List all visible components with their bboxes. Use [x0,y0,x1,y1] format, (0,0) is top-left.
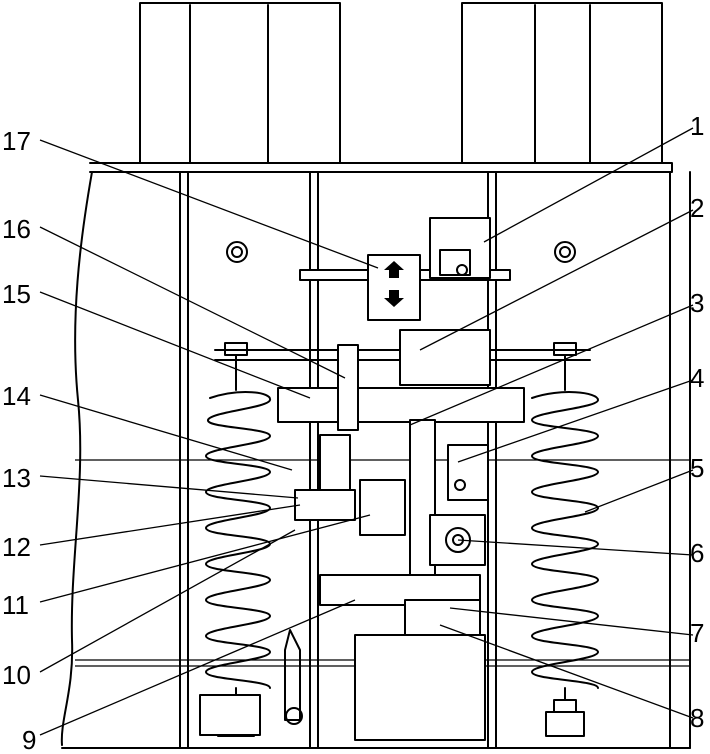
callout-13: 13 [2,463,31,493]
right-top-cylinder [461,2,663,164]
lower-drum [319,574,486,741]
callout-labels: 1 2 3 4 5 6 7 8 9 10 11 12 13 14 15 16 1… [2,111,704,754]
callout-3: 3 [690,288,704,318]
callout-9: 9 [22,725,36,754]
left-top-cylinder [139,2,341,164]
callout-5: 5 [690,453,704,483]
callout-11: 11 [2,590,29,620]
callout-8: 8 [690,703,704,733]
callout-17: 17 [2,126,31,156]
callout-6: 6 [690,538,704,568]
pawl-lever [199,629,303,736]
left-mounting-hole [226,241,248,263]
latch-assembly [399,329,491,581]
callout-12: 12 [2,532,31,562]
callout-1: 1 [690,111,704,141]
open-close-indicator [367,254,421,321]
callout-2: 2 [690,193,704,223]
left-closing-spring [205,342,271,737]
callout-14: 14 [2,381,31,411]
leader-lines [39,127,694,736]
right-closing-spring [531,342,599,737]
auxiliary-switch [429,217,491,279]
callout-16: 16 [2,214,31,244]
callout-15: 15 [2,279,31,309]
callout-7: 7 [690,618,704,648]
output-crank [294,434,406,536]
callout-10: 10 [2,660,31,690]
callout-4: 4 [690,363,704,393]
cam-and-roller [429,514,486,566]
right-mounting-hole [554,241,576,263]
